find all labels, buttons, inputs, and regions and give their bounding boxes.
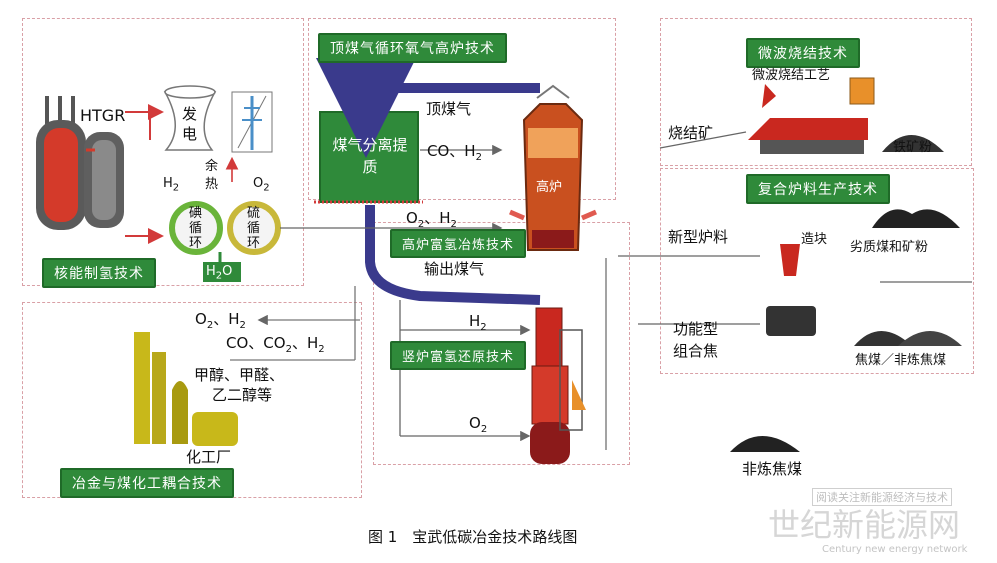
co-h2-label: CO、H2 (427, 142, 482, 163)
coal-ore-powder-label: 劣质煤和矿粉 (850, 240, 929, 255)
composite-section-frame (660, 168, 974, 374)
label-composite-burden: 复合炉料生产技术 (746, 174, 890, 204)
shaft-furnace-graphic (530, 307, 586, 464)
non-coking-coal-label: 非炼焦煤 (742, 460, 803, 478)
watermark-top: 阅读关注新能源经济与技术 (812, 488, 952, 506)
functional-coke-label-line1: 功能型 (673, 320, 719, 338)
waste-heat-label: 余热 (205, 159, 219, 192)
shaft-o2-label: O2 (469, 414, 488, 435)
microwave-process-label: 微波烧结工艺 (752, 68, 831, 83)
coke-coal-label: 焦煤／非炼焦煤 (855, 353, 947, 368)
label-shaft-hydrogen: 竖炉富氢还原技术 (390, 341, 527, 370)
h2-output-label: H2 (163, 176, 180, 194)
output-gas-label: 输出煤气 (424, 260, 485, 278)
chem-gases-label-2: CO、CO2、H2 (226, 334, 325, 355)
top-gas-label: 顶煤气 (426, 100, 472, 118)
microwave-section-frame (660, 18, 972, 166)
microwave-sintering-graphic (748, 77, 944, 154)
nuclear-section-frame (22, 18, 304, 286)
chemical-plant-graphic (134, 332, 238, 446)
htgr-label: HTGR (80, 106, 126, 125)
iodine-cycle-label: 碘循环 (189, 206, 203, 251)
watermark-sub: Century new energy network (822, 544, 968, 555)
power-generation-label: 发电 (182, 105, 198, 143)
label-metallurgy-coupling: 冶金与煤化工耦合技术 (60, 468, 234, 498)
agglomerate-label: 造块 (801, 232, 828, 247)
gas-separation-label: 煤气分离提质 (332, 136, 408, 176)
smelting-section-frame (373, 222, 630, 465)
chem-gases-label-1: O2、H2 (195, 310, 246, 331)
shaft-h2-label: H2 (469, 312, 487, 333)
top-gas-section-frame (308, 18, 616, 200)
chem-products-line1: 甲醇、甲醛、 (194, 366, 285, 384)
power-plant-graphic (163, 85, 273, 153)
label-nuclear-hydrogen: 核能制氢技术 (42, 258, 156, 288)
composite-burden-graphic (730, 209, 962, 452)
functional-coke-label-line2: 组合焦 (673, 342, 719, 360)
blast-furnace-graphic (509, 84, 597, 251)
blast-furnace-label: 高炉 (536, 180, 563, 195)
watermark-main: 世纪新能源网 (768, 506, 961, 544)
h2o-label: H2O (206, 264, 233, 282)
chem-products-line2: 乙二醇等 (212, 386, 273, 404)
iron-ore-powder-label: 铁矿粉 (893, 140, 933, 155)
label-bf-hydrogen: 高炉富氢冶炼技术 (390, 229, 527, 258)
label-top-gas-recycling: 顶煤气循环氧气高炉技术 (318, 33, 507, 63)
figure-caption: 图 1 宝武低碳冶金技术路线图 (368, 528, 578, 546)
htgr-reactor-graphic (36, 96, 124, 230)
new-burden-label: 新型炉料 (668, 228, 729, 246)
sinter-label: 烧结矿 (668, 124, 714, 142)
o2-h2-bf-label: O2、H2 (406, 209, 457, 230)
chemical-plant-label: 化工厂 (186, 448, 232, 466)
label-microwave-sintering: 微波烧结技术 (746, 38, 860, 68)
o2-output-label: O2 (253, 176, 270, 194)
sulfur-cycle-label: 硫循环 (247, 206, 261, 251)
